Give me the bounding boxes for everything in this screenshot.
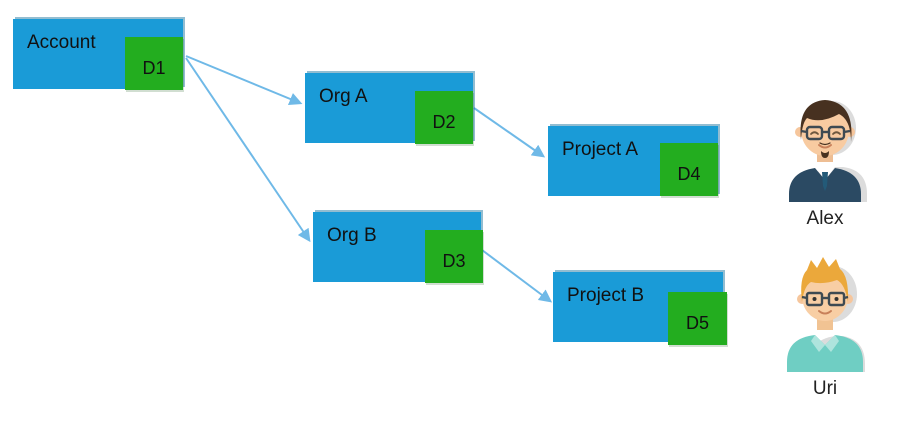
uri-avatar-icon	[787, 257, 865, 372]
node-project-b-label: Project B	[567, 285, 645, 306]
node-org-b-badge-label: D3	[442, 250, 466, 271]
node-org-a-badge-label: D2	[432, 111, 456, 132]
node-project-a-badge-label: D4	[677, 163, 701, 184]
node-project-a-label: Project A	[562, 139, 639, 160]
user-uri-name: Uri	[812, 378, 838, 399]
node-account-badge: D1	[125, 37, 183, 90]
edge-org-a-to-project-a	[473, 107, 546, 158]
node-project-b: Project B D5	[553, 272, 727, 345]
node-account-badge-label: D1	[142, 57, 166, 78]
node-project-b-badge: D5	[668, 292, 727, 345]
user-alex: Alex	[775, 90, 875, 230]
user-uri: Uri	[775, 252, 875, 400]
node-account: Account D1	[13, 19, 183, 90]
node-org-b: Org B D3	[313, 212, 483, 283]
node-org-a: Org A D2	[305, 73, 473, 144]
node-org-a-label: Org A	[319, 86, 368, 107]
node-project-a: Project A D4	[548, 126, 718, 196]
node-org-a-badge: D2	[415, 91, 473, 144]
node-org-b-badge: D3	[425, 230, 483, 283]
alex-avatar-icon	[789, 100, 867, 202]
edge-account-to-org-b	[185, 57, 311, 243]
node-account-label: Account	[27, 32, 96, 53]
edge-account-to-org-a	[185, 55, 303, 106]
edge-org-b-to-project-b	[481, 249, 553, 303]
node-project-b-badge-label: D5	[685, 312, 709, 333]
node-org-b-label: Org B	[327, 225, 377, 246]
user-alex-name: Alex	[806, 208, 844, 229]
node-project-a-badge: D4	[660, 143, 718, 196]
